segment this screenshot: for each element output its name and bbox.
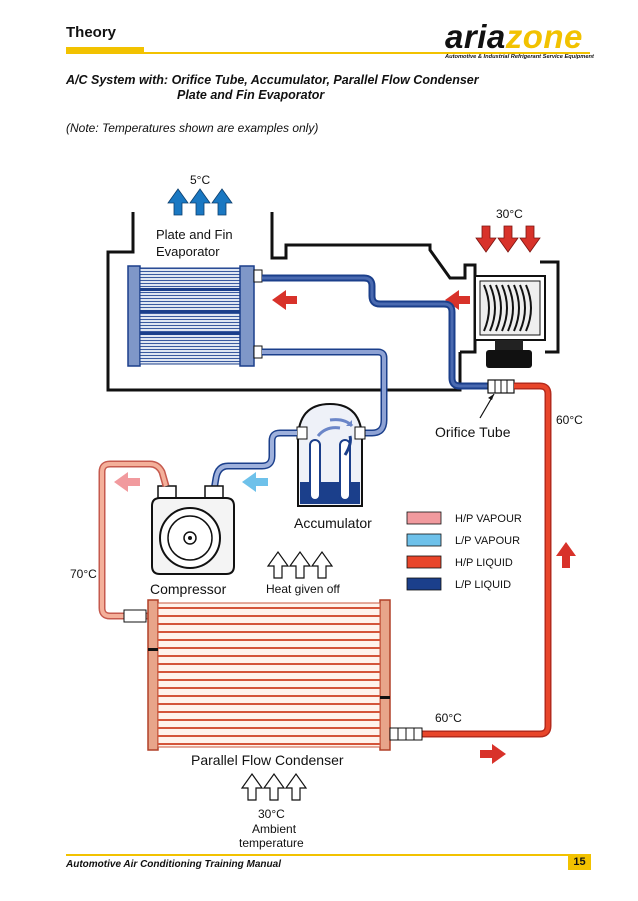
hp-liquid-flow-arrow-up — [556, 542, 576, 568]
lp-vapour-flow-arrow — [242, 472, 268, 492]
condenser-label: Parallel Flow Condenser — [191, 752, 344, 768]
ariazone-logo: ariazone Automotive & Industrial Refrige… — [445, 20, 595, 60]
compressor-label: Compressor — [150, 581, 227, 597]
orifice-tube — [487, 379, 515, 394]
cold-air-arrow-1 — [167, 188, 189, 216]
ambient-label-1: Ambient — [252, 822, 297, 836]
hot-air-arrow-1 — [475, 225, 497, 253]
accumulator — [296, 402, 366, 507]
legend-swatch-lp-liquid — [406, 577, 442, 591]
diagram-title-line2: Plate and Fin Evaporator — [177, 88, 325, 102]
diagram-title-line1: A/C System with: Orifice Tube, Accumulat… — [66, 73, 479, 87]
vehicle-outline-right — [540, 260, 560, 354]
evaporator-label-2: Evaporator — [156, 244, 220, 259]
legend-label-lp-vapour: L/P VAPOUR — [455, 535, 520, 547]
condenser-tubes — [158, 607, 380, 745]
legend-label-hp-vapour: H/P VAPOUR — [455, 513, 522, 525]
compressor — [151, 485, 235, 575]
section-title: Theory — [66, 24, 117, 41]
temperature-note: (Note: Temperatures shown are examples o… — [66, 121, 319, 135]
legend: H/P VAPOUR L/P VAPOUR H/P LIQUID L/P LIQ… — [406, 511, 522, 591]
cold-air-arrow-2 — [189, 188, 211, 216]
legend-swatch-hp-liquid — [406, 555, 442, 569]
cold-air-arrows — [167, 188, 233, 216]
ambient-label-2: temperature — [239, 836, 304, 850]
fan-airflow-arrow — [445, 290, 470, 310]
logo-wordmark: ariazone — [445, 18, 583, 55]
hp-vapour-temp: 70°C — [70, 567, 97, 581]
parallel-flow-condenser — [147, 599, 423, 751]
blower-fan — [474, 275, 546, 368]
evaporator-label-1: Plate and Fin — [156, 227, 233, 242]
cold-air-arrow-3 — [211, 188, 233, 216]
legend-swatch-lp-vapour — [406, 533, 442, 547]
heat-arrows — [266, 550, 334, 579]
ambient-air-arrows — [240, 772, 308, 801]
footer-rule — [66, 854, 591, 856]
evaporator — [127, 265, 263, 367]
liquid-temp-bottom: 60°C — [435, 711, 462, 725]
manual-title: Automotive Air Conditioning Training Man… — [66, 859, 281, 870]
hot-air-arrow-3 — [519, 225, 541, 253]
orifice-tube-label: Orifice Tube — [435, 424, 511, 440]
condenser-inlet-fitting — [123, 609, 147, 623]
evaporator-airflow-arrow — [272, 290, 297, 310]
heat-given-off-label: Heat given off — [266, 582, 340, 596]
hp-vapour-flow-arrow — [114, 472, 140, 492]
evap-air-temp: 5°C — [190, 173, 210, 187]
engine-air-temp: 30°C — [496, 207, 523, 221]
header-accent-bar — [66, 47, 144, 54]
hp-liquid-flow-arrow-right — [480, 744, 506, 764]
legend-label-lp-liquid: L/P LIQUID — [455, 579, 511, 591]
hot-air-arrow-2 — [497, 225, 519, 253]
hot-air-arrows — [475, 225, 541, 253]
liquid-temp-right: 60°C — [556, 413, 583, 427]
page-number: 15 — [568, 855, 591, 870]
ambient-temp: 30°C — [258, 807, 285, 821]
header-rule — [144, 52, 590, 54]
logo-tagline: Automotive & Industrial Refrigerant Serv… — [445, 54, 594, 60]
accumulator-label: Accumulator — [294, 515, 372, 531]
legend-swatch-hp-vapour — [406, 511, 442, 525]
legend-label-hp-liquid: H/P LIQUID — [455, 557, 513, 569]
